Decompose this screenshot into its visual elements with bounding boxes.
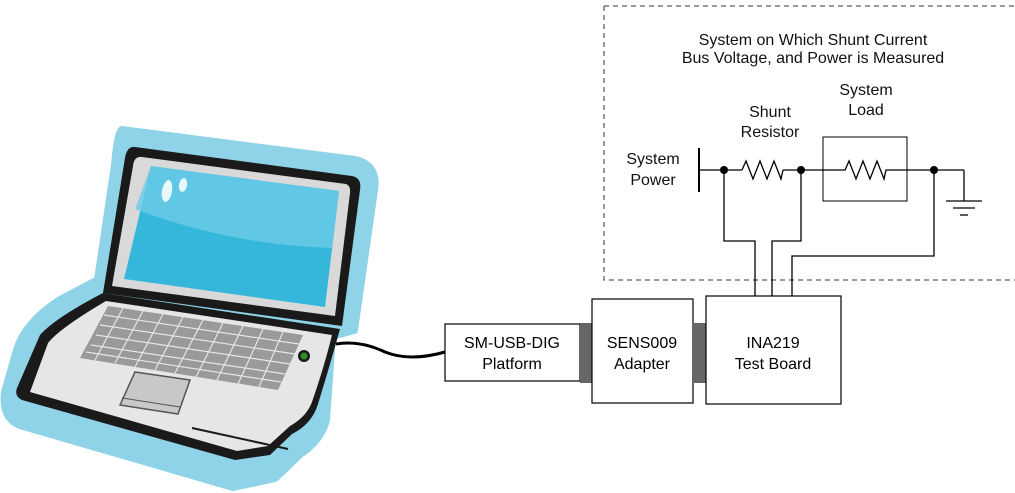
system-load-box (822, 136, 908, 202)
shunt-resistor-label-line2: Resistor (741, 124, 800, 141)
connector (580, 323, 592, 383)
shunt-resistor-symbol (741, 159, 784, 182)
junction-dot (930, 166, 938, 174)
ground-symbol (946, 200, 982, 216)
system-load-label-line2: Load (848, 102, 884, 119)
test-board-label-line2: Test Board (735, 356, 811, 373)
system-power-label-line2: Power (630, 172, 676, 189)
system-power-label-line1: System (626, 151, 679, 168)
platform-label-line1: SM-USB-DIG (464, 335, 560, 352)
test-board-label-line1: INA219 (746, 335, 799, 352)
platform-label-line2: Platform (482, 356, 542, 373)
connector (693, 323, 706, 383)
usb-cable (335, 341, 446, 359)
system-load-label-line1: System (839, 82, 892, 99)
adapter-label-line2: Adapter (614, 356, 671, 373)
adapter-label-line1: SENS009 (607, 335, 677, 352)
system-box-title-line2: Bus Voltage, and Power is Measured (682, 50, 944, 67)
system-boundary (603, 5, 1015, 281)
shunt-resistor-label-line1: Shunt (749, 104, 791, 121)
system-load-resistor-symbol (823, 159, 907, 182)
laptop-illustration (0, 126, 379, 491)
system-box-title-line1: System on Which Shunt Current (699, 32, 928, 49)
sm-usb-dig-platform-box (444, 323, 581, 382)
junction-dot (797, 166, 805, 174)
ina219-test-board-box (705, 295, 842, 405)
laptop-trackpad (118, 371, 192, 415)
junction-dot (720, 166, 728, 174)
sens009-adapter-box (591, 298, 694, 404)
